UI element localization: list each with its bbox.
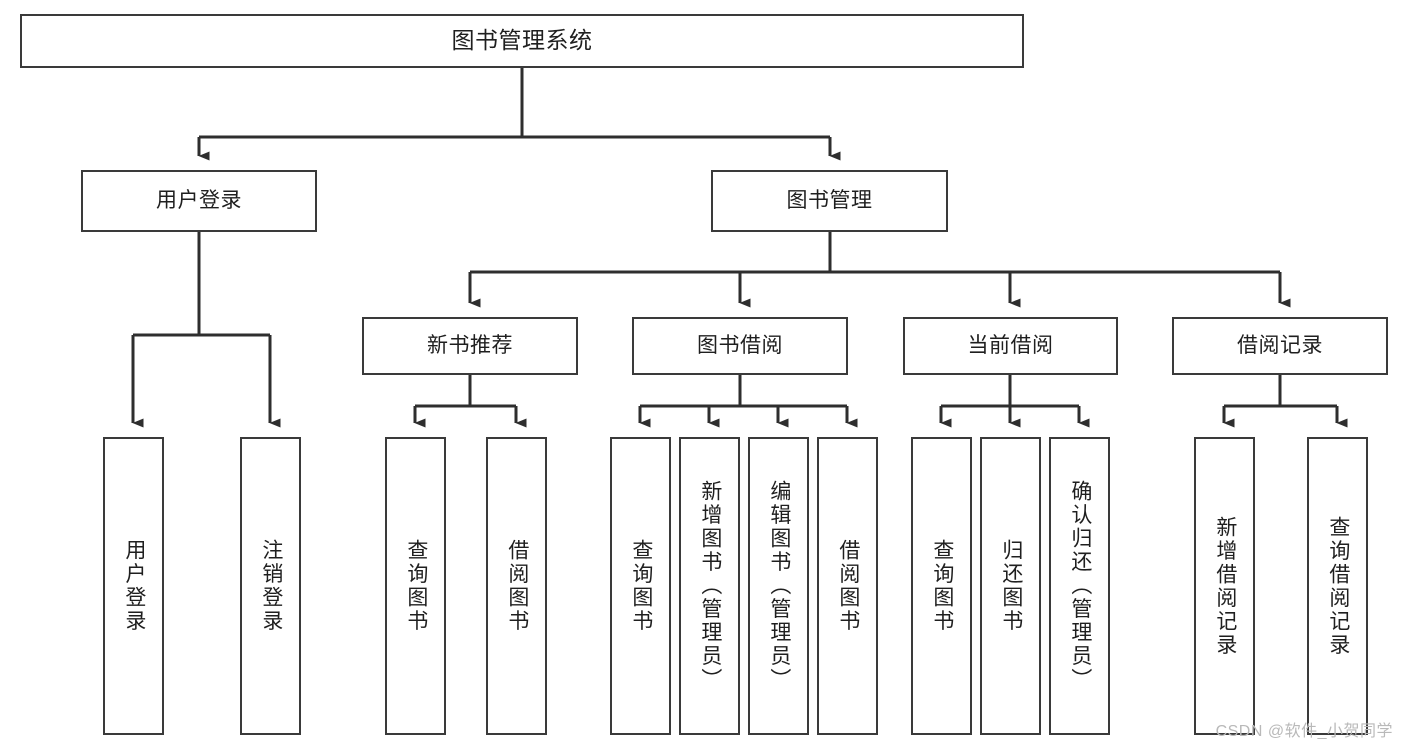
node-label: 新增借阅记录 [1213,515,1237,657]
node-label: 当前借阅 [967,333,1054,357]
node-leaf-add-borrow-record[interactable]: 新增借阅记录 [1194,437,1255,735]
node-leaf-borrow-book-recommend[interactable]: 借阅图书 [486,437,547,735]
node-leaf-borrow-book[interactable]: 借阅图书 [817,437,878,735]
node-leaf-edit-book-admin[interactable]: 编辑图书（管理员） [748,437,809,735]
node-leaf-query-book-recommend[interactable]: 查询图书 [385,437,446,735]
node-label: 编辑图书（管理员） [767,480,791,692]
node-label: 归还图书 [999,539,1023,633]
node-book-borrow[interactable]: 图书借阅 [632,317,848,375]
node-new-book-recommend[interactable]: 新书推荐 [362,317,578,375]
node-label: 查询借阅记录 [1326,515,1350,657]
node-label: 查询图书 [930,539,954,633]
node-leaf-return-book[interactable]: 归还图书 [980,437,1041,735]
node-user-login[interactable]: 用户登录 [81,170,317,232]
node-label: 借阅记录 [1237,333,1323,357]
node-label: 查询图书 [629,539,653,633]
node-leaf-user-login[interactable]: 用户登录 [103,437,164,735]
node-label: 借阅图书 [836,539,860,633]
node-leaf-query-borrow-record[interactable]: 查询借阅记录 [1307,437,1368,735]
node-label: 确认归还（管理员） [1068,480,1092,692]
node-borrow-record[interactable]: 借阅记录 [1172,317,1388,375]
node-leaf-add-book-admin[interactable]: 新增图书（管理员） [679,437,740,735]
node-leaf-logout[interactable]: 注销登录 [240,437,301,735]
node-label: 用户登录 [156,188,242,212]
node-leaf-query-book-borrow[interactable]: 查询图书 [610,437,671,735]
node-book-management[interactable]: 图书管理 [711,170,948,232]
node-label: 借阅图书 [505,539,529,633]
node-label: 新增图书（管理员） [698,480,722,692]
node-label: 图书借阅 [697,333,783,357]
node-label: 查询图书 [404,539,428,633]
node-label: 用户登录 [122,539,146,633]
node-current-borrow[interactable]: 当前借阅 [903,317,1118,375]
node-label: 注销登录 [259,539,283,633]
node-label: 图书管理 [786,188,873,212]
node-label: 图书管理系统 [451,27,593,54]
node-leaf-query-book-current[interactable]: 查询图书 [911,437,972,735]
node-root-book-management-system[interactable]: 图书管理系统 [20,14,1024,68]
node-leaf-confirm-return-admin[interactable]: 确认归还（管理员） [1049,437,1110,735]
node-label: 新书推荐 [427,333,513,357]
